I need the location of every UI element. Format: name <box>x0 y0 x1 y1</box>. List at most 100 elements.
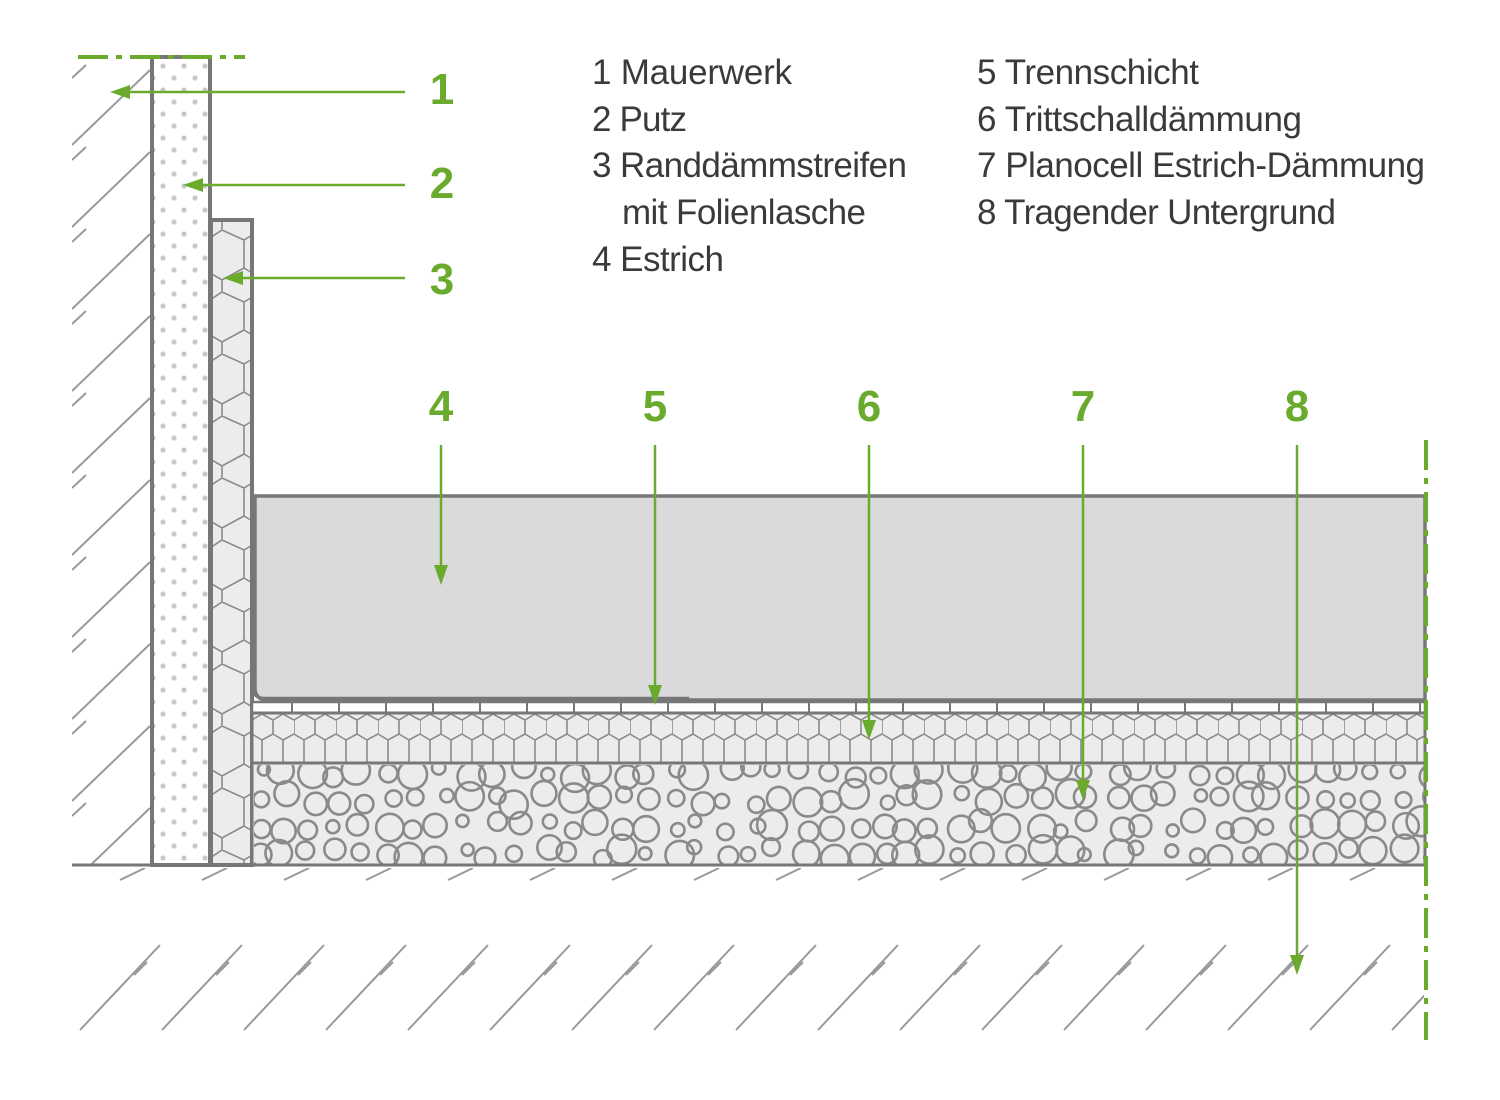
texture-mark <box>637 845 653 862</box>
texture-mark <box>1179 807 1207 834</box>
texture-mark <box>850 818 872 839</box>
texture-mark <box>379 961 394 976</box>
texture-mark <box>430 765 447 776</box>
texture-mark <box>981 944 1063 1031</box>
texture-mark <box>1209 786 1230 807</box>
texture-mark <box>707 961 722 976</box>
texture-mark <box>1030 786 1055 810</box>
texture-mark <box>871 961 886 976</box>
texture-mark <box>787 765 810 780</box>
legend-item-4: 4 Estrich <box>592 240 724 279</box>
texture-mark <box>1361 765 1379 781</box>
texture-mark <box>52 962 65 975</box>
texture-mark <box>1122 765 1152 782</box>
texture-mark <box>72 397 151 474</box>
texture-mark <box>541 813 559 830</box>
texture-mark <box>990 812 1022 844</box>
texture-mark <box>939 868 966 881</box>
texture-mark <box>817 944 899 1031</box>
texture-mark <box>340 765 372 786</box>
texture-mark <box>571 944 653 1031</box>
texture-mark <box>1076 846 1093 863</box>
masonry-hatch <box>72 64 151 898</box>
texture-mark <box>1106 785 1131 810</box>
texture-mark <box>1332 765 1358 781</box>
texture-mark <box>667 765 687 779</box>
texture-mark <box>254 842 273 864</box>
texture-mark <box>455 813 470 829</box>
texture-mark <box>1432 868 1457 880</box>
texture-mark <box>72 885 86 898</box>
texture-mark <box>72 802 87 817</box>
texture-mark <box>1339 792 1357 809</box>
texture-mark <box>256 765 272 777</box>
texture-mark <box>1474 945 1500 1030</box>
texture-mark <box>791 839 821 864</box>
texture-mark <box>1391 994 1424 1031</box>
texture-mark <box>586 784 613 810</box>
texture-mark <box>422 845 448 864</box>
texture-mark <box>1145 944 1227 1031</box>
texture-mark <box>755 808 789 842</box>
texture-mark <box>1235 765 1266 790</box>
texture-mark <box>717 845 740 864</box>
texture-mark <box>1185 868 1212 881</box>
texture-mark <box>1281 961 1296 976</box>
texture-mark <box>460 842 475 858</box>
texture-mark <box>1188 765 1211 787</box>
texture-mark <box>871 813 898 840</box>
texture-mark <box>536 833 563 861</box>
texture-mark <box>543 961 558 976</box>
callout-3: 3 <box>430 255 454 304</box>
legend-item-2: 2 Putz <box>592 100 687 139</box>
texture-mark <box>611 868 638 881</box>
texture-mark <box>1312 841 1338 864</box>
texture-mark <box>563 821 583 841</box>
texture-mark <box>891 840 921 864</box>
texture-mark <box>1035 961 1050 976</box>
texture-mark <box>1256 765 1287 791</box>
texture-mark <box>739 765 762 778</box>
legend-item-1: 1 Mauerwerk <box>592 53 793 92</box>
legend-item-8: 8 Tragender Untergrund <box>977 193 1336 232</box>
texture-mark <box>454 780 486 812</box>
texture-mark <box>1394 790 1413 810</box>
texture-mark <box>323 837 347 862</box>
separation-layer <box>250 700 1427 715</box>
texture-mark <box>1128 813 1153 839</box>
texture-mark <box>1391 811 1421 840</box>
texture-mark <box>508 810 533 836</box>
texture-mark <box>72 64 87 79</box>
texture-mark <box>1363 961 1378 976</box>
texture-mark <box>895 784 918 807</box>
texture-mark <box>953 784 971 802</box>
texture-mark <box>1127 839 1145 857</box>
texture-mark <box>1052 823 1069 840</box>
texture-mark <box>953 961 968 976</box>
texture-mark <box>72 233 151 310</box>
texture-mark <box>1229 816 1258 845</box>
texture-mark <box>79 944 161 1031</box>
callout-8: 8 <box>1285 382 1309 431</box>
texture-mark <box>1117 961 1132 976</box>
callout-1: 1 <box>430 65 454 114</box>
texture-mark <box>713 792 731 810</box>
texture-mark <box>1215 820 1235 841</box>
texture-mark <box>1250 781 1281 811</box>
texture-mark <box>1021 868 1048 881</box>
texture-mark <box>970 765 1003 789</box>
texture-mark <box>1063 944 1145 1031</box>
texture-mark <box>614 785 634 804</box>
texture-mark <box>1003 782 1030 809</box>
texture-mark <box>1405 804 1424 838</box>
texture-mark <box>345 812 370 837</box>
texture-mark <box>844 766 868 789</box>
texture-mark <box>735 944 817 1031</box>
texture-mark <box>325 944 407 1031</box>
texture-mark <box>72 561 151 638</box>
texture-mark <box>72 151 151 228</box>
texture-mark <box>1309 944 1391 1031</box>
texture-mark <box>72 310 87 325</box>
texture-mark <box>498 789 530 821</box>
texture-mark <box>1359 789 1381 812</box>
